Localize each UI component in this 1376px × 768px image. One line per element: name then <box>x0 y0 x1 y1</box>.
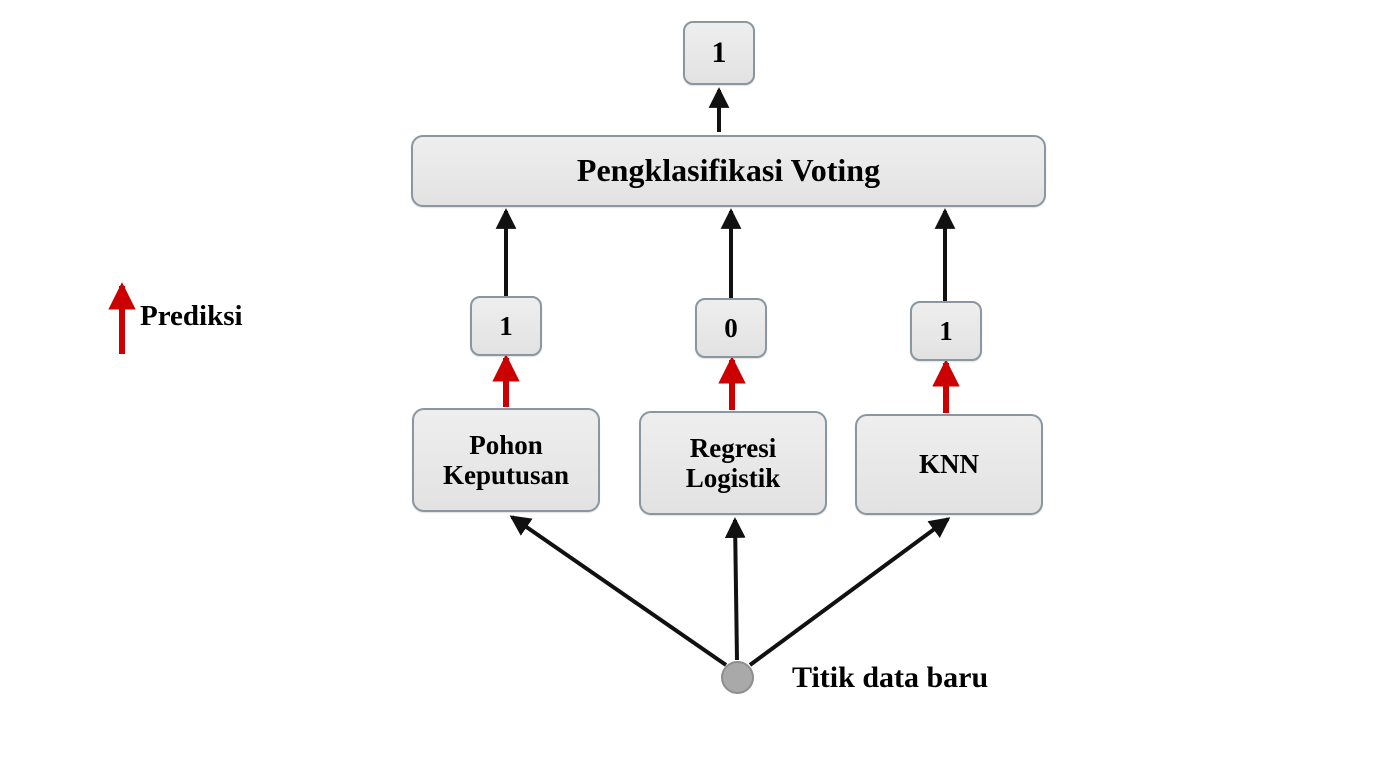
final-output-box[interactable]: 1 <box>683 21 755 85</box>
legend-prediksi: Prediksi <box>140 300 243 333</box>
model-box-decision-tree[interactable]: Pohon Keputusan <box>412 408 600 512</box>
prediction-label-2: 0 <box>724 312 738 343</box>
legend-label-prediksi: Prediksi <box>140 300 243 332</box>
model-label-decision-tree-line2: Keputusan <box>442 460 570 490</box>
prediction-box-2[interactable]: 0 <box>695 298 767 358</box>
prediction-label-3: 1 <box>939 315 953 346</box>
prediction-box-3[interactable]: 1 <box>910 301 982 361</box>
model-label-decision-tree-line1: Pohon <box>469 429 543 460</box>
prediction-box-1[interactable]: 1 <box>470 296 542 356</box>
final-output-label: 1 <box>711 36 727 70</box>
model-label-logistic-regression-line1: Regresi <box>689 432 777 463</box>
voting-classifier-label: Pengklasifikasi Voting <box>576 152 881 189</box>
prediction-label-1: 1 <box>499 310 513 341</box>
voting-classifier-box[interactable]: Pengklasifikasi Voting <box>411 135 1046 207</box>
edge-models-to-predictions <box>492 354 960 413</box>
datapoint-node[interactable] <box>721 661 754 694</box>
model-label-knn: KNN <box>919 449 979 480</box>
edge-datapoint-to-models <box>509 515 951 667</box>
datapoint-label: Titik data baru <box>792 661 989 694</box>
model-box-logistic-regression[interactable]: Regresi Logistik <box>639 411 827 515</box>
edge-predictions-to-voting <box>495 208 956 301</box>
model-box-knn[interactable]: KNN <box>855 414 1043 515</box>
model-label-logistic-regression-line2: Logistik <box>685 463 781 493</box>
